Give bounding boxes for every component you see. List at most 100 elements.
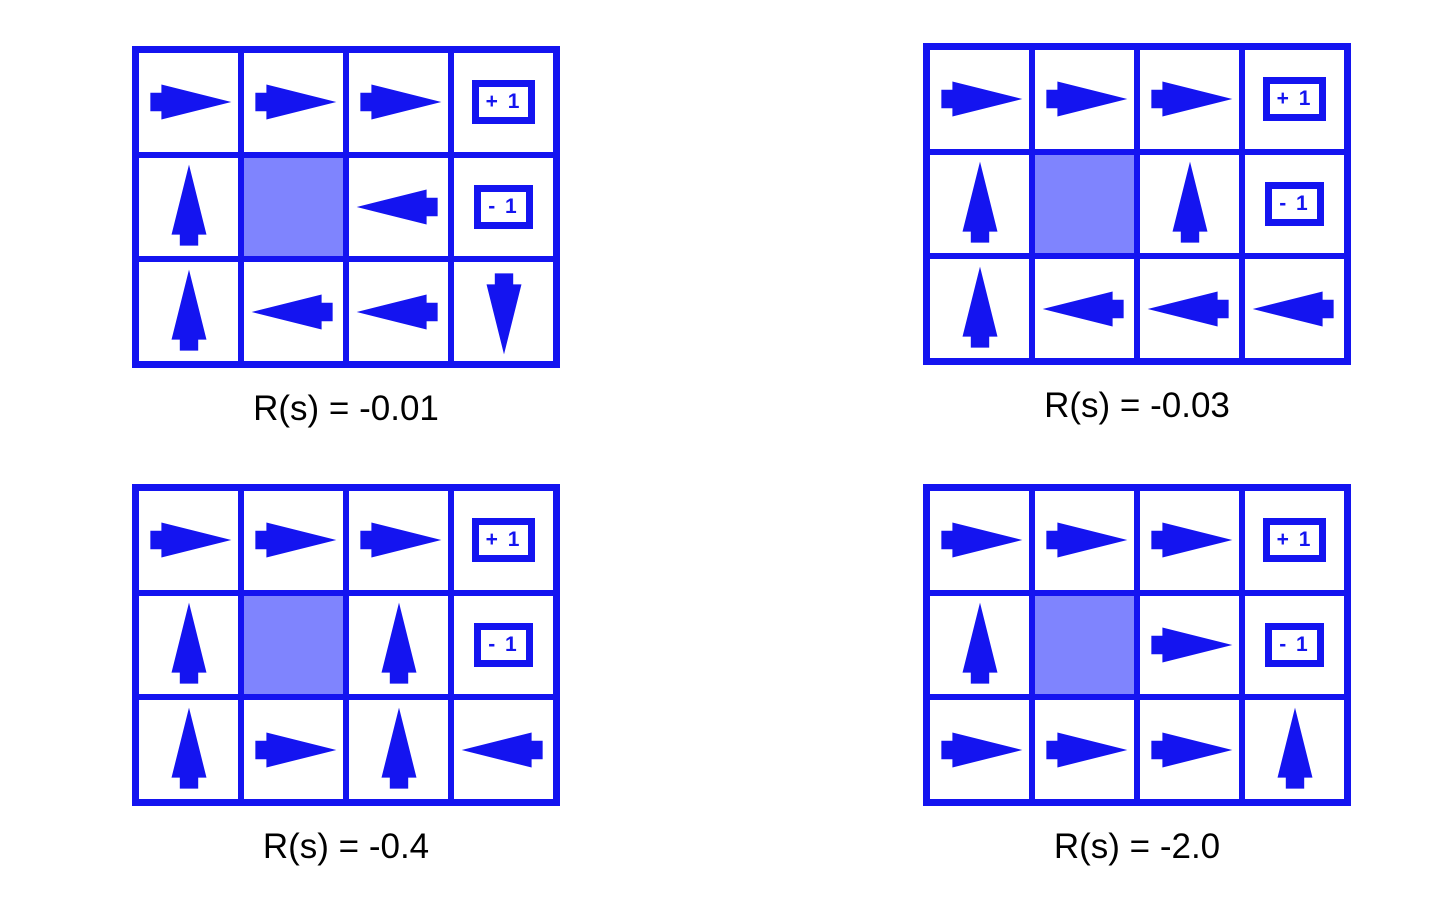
policy-grid: + 1 - 1 bbox=[923, 43, 1351, 365]
arrow-left-icon bbox=[1249, 263, 1341, 355]
arrow-right-icon bbox=[353, 494, 445, 586]
policy-cell bbox=[139, 262, 238, 361]
policy-cell bbox=[349, 53, 448, 152]
arrow-up-icon bbox=[934, 158, 1026, 250]
arrow-up-icon bbox=[1144, 158, 1236, 250]
arrow-up-icon bbox=[143, 161, 235, 253]
policy-cell bbox=[930, 491, 1029, 590]
policy-cell bbox=[349, 262, 448, 361]
terminal-negative-one: - 1 bbox=[454, 595, 553, 695]
terminal-positive-one: + 1 bbox=[1245, 491, 1344, 590]
terminal-negative-one-label: - 1 bbox=[1265, 622, 1324, 667]
policy-cell bbox=[1140, 595, 1239, 695]
arrow-right-icon bbox=[248, 56, 340, 148]
arrow-right-icon bbox=[934, 494, 1026, 586]
panel-caption: R(s) = -0.03 bbox=[1044, 386, 1230, 425]
arrow-right-icon bbox=[934, 53, 1026, 145]
policy-cell bbox=[349, 595, 448, 695]
policy-cell bbox=[930, 595, 1029, 695]
arrow-up-icon bbox=[934, 263, 1026, 355]
arrow-left-icon bbox=[1039, 263, 1131, 355]
policy-cell bbox=[139, 157, 238, 257]
policy-panel-2: + 1 - 1 R(s) = -0.4 bbox=[132, 484, 560, 867]
policy-cell bbox=[1140, 491, 1239, 590]
arrow-up-icon bbox=[143, 599, 235, 691]
wall-cell bbox=[1035, 595, 1134, 695]
policy-cell bbox=[244, 53, 343, 152]
wall-cell bbox=[244, 157, 343, 257]
arrow-left-icon bbox=[353, 266, 445, 358]
policy-cell bbox=[1035, 700, 1134, 799]
policy-cell bbox=[930, 259, 1029, 358]
policy-cell bbox=[1140, 50, 1239, 149]
terminal-positive-one-label: + 1 bbox=[1262, 77, 1327, 122]
policy-cell bbox=[1035, 259, 1134, 358]
arrow-left-icon bbox=[248, 266, 340, 358]
arrow-left-icon bbox=[458, 704, 550, 796]
policy-panel-0: + 1 - 1 R(s) = -0.01 bbox=[132, 46, 560, 429]
terminal-positive-one: + 1 bbox=[1245, 50, 1344, 149]
terminal-positive-one: + 1 bbox=[454, 53, 553, 152]
arrow-up-icon bbox=[143, 266, 235, 358]
policy-cell bbox=[244, 262, 343, 361]
policy-cell bbox=[1035, 50, 1134, 149]
policy-cell bbox=[349, 491, 448, 590]
arrow-right-icon bbox=[248, 704, 340, 796]
panel-caption: R(s) = -0.4 bbox=[262, 827, 430, 866]
arrow-up-icon bbox=[353, 704, 445, 796]
arrow-right-icon bbox=[1039, 494, 1131, 586]
policy-cell bbox=[930, 700, 1029, 799]
arrow-right-icon bbox=[934, 704, 1026, 796]
terminal-negative-one-label: - 1 bbox=[474, 622, 533, 667]
policy-cell bbox=[454, 700, 553, 799]
policy-grid: + 1 - 1 bbox=[923, 484, 1351, 806]
arrow-right-icon bbox=[1144, 599, 1236, 691]
arrow-right-icon bbox=[143, 56, 235, 148]
arrow-up-icon bbox=[1249, 704, 1341, 796]
policy-cell bbox=[930, 154, 1029, 254]
policy-cell bbox=[1245, 259, 1344, 358]
policy-cell bbox=[1140, 700, 1239, 799]
policy-cell bbox=[139, 700, 238, 799]
policy-cell bbox=[349, 700, 448, 799]
policy-cell bbox=[139, 53, 238, 152]
terminal-negative-one: - 1 bbox=[454, 157, 553, 257]
arrow-down-icon bbox=[458, 266, 550, 358]
policy-cell bbox=[1140, 259, 1239, 358]
wall-cell bbox=[244, 595, 343, 695]
terminal-negative-one: - 1 bbox=[1245, 154, 1344, 254]
policy-cell bbox=[1245, 700, 1344, 799]
terminal-negative-one-label: - 1 bbox=[1265, 181, 1324, 226]
terminal-negative-one: - 1 bbox=[1245, 595, 1344, 695]
terminal-negative-one-label: - 1 bbox=[474, 184, 533, 229]
terminal-positive-one-label: + 1 bbox=[1262, 518, 1327, 563]
arrow-right-icon bbox=[1144, 704, 1236, 796]
arrow-left-icon bbox=[353, 161, 445, 253]
policy-panel-1: + 1 - 1 R(s) = -0.03 bbox=[923, 43, 1351, 426]
terminal-positive-one-label: + 1 bbox=[471, 518, 536, 563]
arrow-right-icon bbox=[1039, 704, 1131, 796]
terminal-positive-one: + 1 bbox=[454, 491, 553, 590]
wall-cell bbox=[1035, 154, 1134, 254]
policy-panel-3: + 1 - 1 R(s) = -2.0 bbox=[923, 484, 1351, 867]
policy-cell bbox=[244, 491, 343, 590]
terminal-positive-one-label: + 1 bbox=[471, 80, 536, 125]
arrow-right-icon bbox=[1144, 494, 1236, 586]
arrow-right-icon bbox=[1144, 53, 1236, 145]
arrow-right-icon bbox=[353, 56, 445, 148]
arrow-up-icon bbox=[353, 599, 445, 691]
policy-cell bbox=[139, 595, 238, 695]
arrow-right-icon bbox=[143, 494, 235, 586]
policy-grid: + 1 - 1 bbox=[132, 46, 560, 368]
policy-cell bbox=[930, 50, 1029, 149]
policy-cell bbox=[244, 700, 343, 799]
policy-cell bbox=[349, 157, 448, 257]
arrow-up-icon bbox=[143, 704, 235, 796]
panel-caption: R(s) = -0.01 bbox=[253, 389, 439, 428]
arrow-up-icon bbox=[934, 599, 1026, 691]
policy-grid: + 1 - 1 bbox=[132, 484, 560, 806]
arrow-right-icon bbox=[248, 494, 340, 586]
panel-caption: R(s) = -2.0 bbox=[1053, 827, 1221, 866]
arrow-left-icon bbox=[1144, 263, 1236, 355]
